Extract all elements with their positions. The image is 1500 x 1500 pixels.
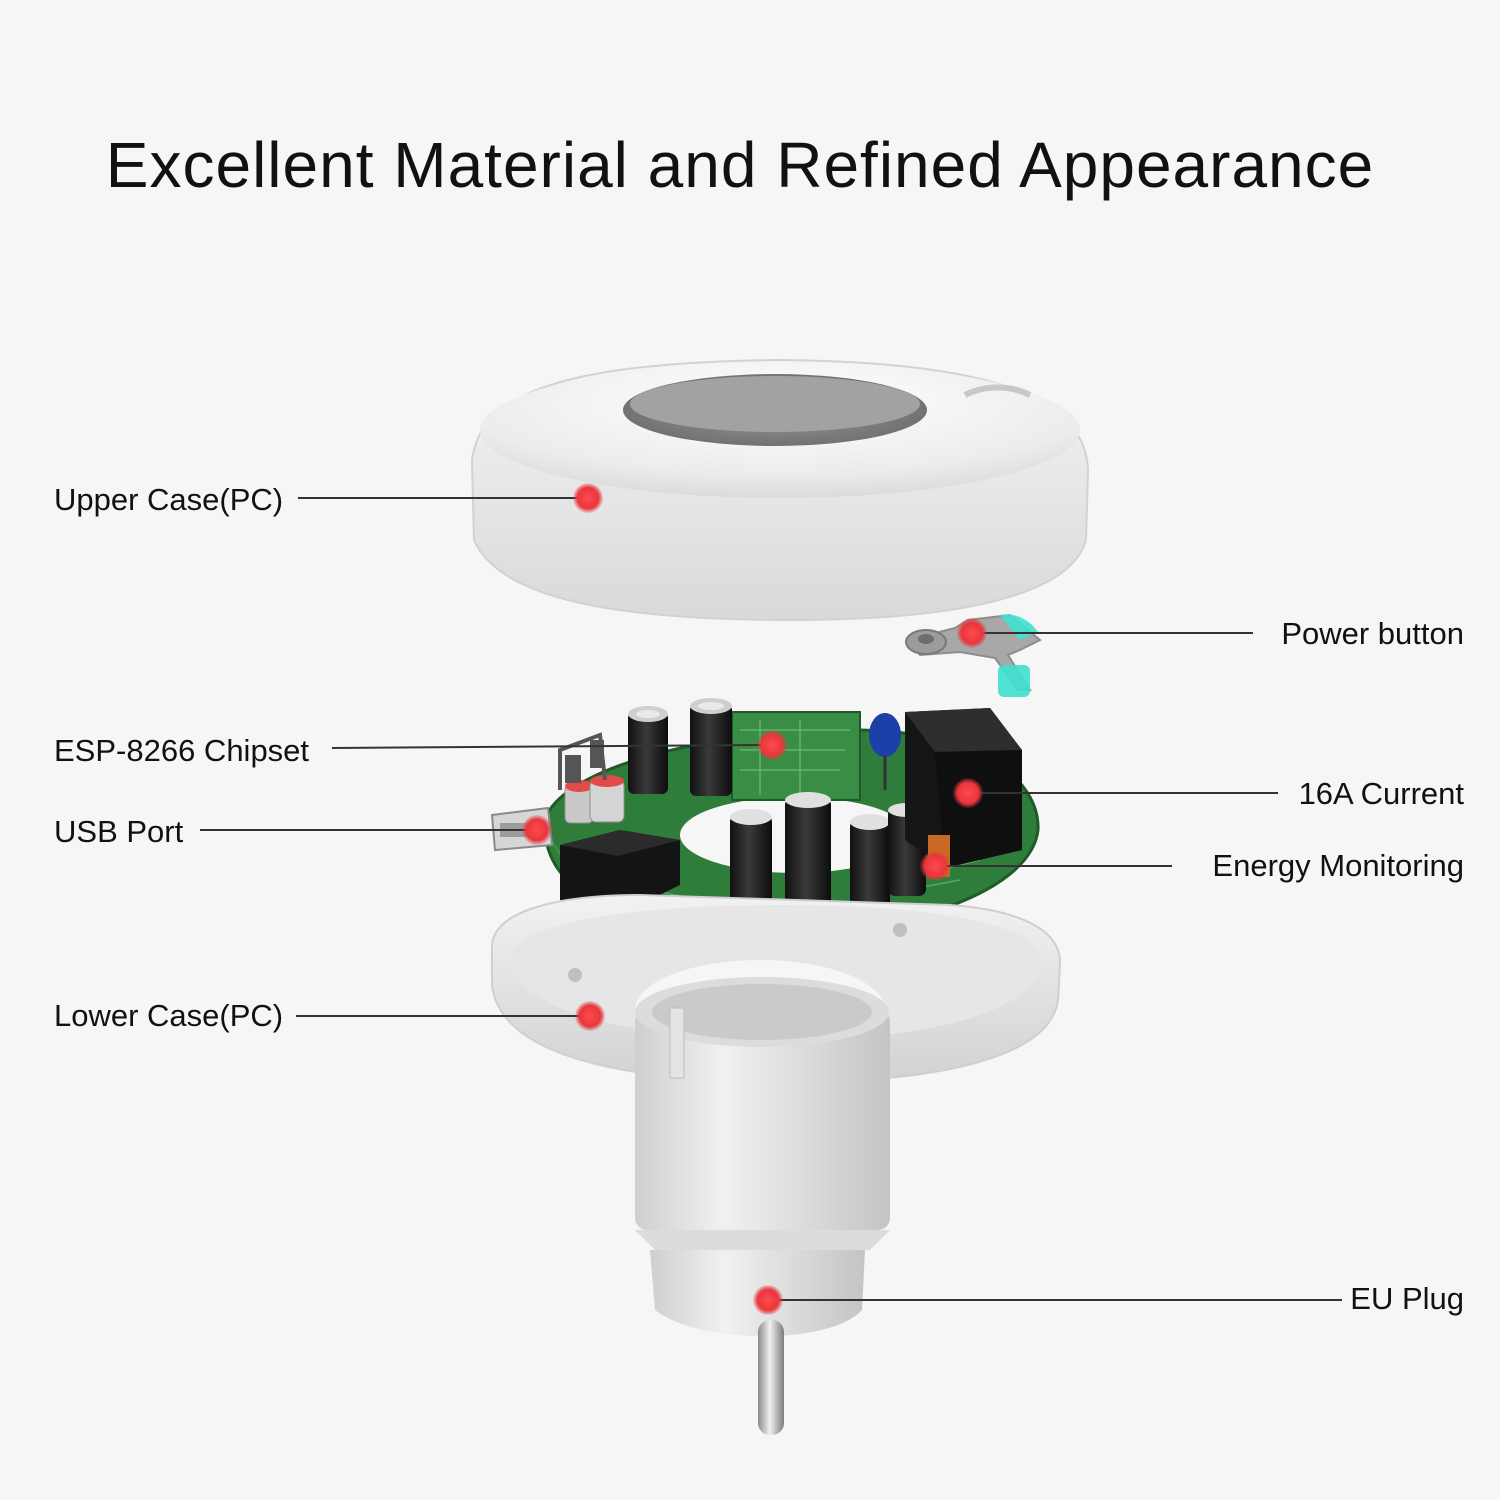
capacitor-back-1: [628, 706, 668, 794]
marker-power-button: [957, 618, 987, 648]
label-energy-monitoring: Energy Monitoring: [1212, 848, 1464, 883]
marker-energy-monitoring: [920, 851, 950, 881]
leader-lines: [200, 497, 1342, 1301]
capacitor-back-2: [690, 698, 732, 796]
small-capacitor-left: [564, 775, 625, 824]
leader-esp-chipset: [331, 744, 773, 749]
page-title: Excellent Material and Refined Appearanc…: [105, 129, 1375, 201]
blue-disc-capacitor: [869, 713, 901, 790]
markers: [522, 483, 987, 1315]
marker-upper-case: [573, 483, 603, 513]
label-upper-case: Upper Case(PC): [54, 482, 284, 517]
label-lower-case: Lower Case(PC): [54, 998, 284, 1033]
label-power-button: Power button: [1281, 616, 1464, 651]
capacitor-front-2: [785, 792, 831, 913]
marker-usb-port: [522, 815, 552, 845]
upper-case: [470, 358, 1090, 622]
marker-16a-current: [953, 778, 983, 808]
capacitor-front-3: [850, 814, 890, 910]
pcb-board: [490, 698, 1040, 937]
label-16a-current: 16A Current: [1298, 776, 1464, 811]
eu-plug-part: [635, 977, 890, 1435]
capacitor-front-1: [730, 809, 772, 920]
label-esp-chipset: ESP-8266 Chipset: [54, 733, 310, 768]
marker-eu-plug: [753, 1285, 783, 1315]
marker-esp-chipset: [757, 730, 787, 760]
label-usb-port: USB Port: [54, 814, 184, 849]
marker-lower-case: [575, 1001, 605, 1031]
label-eu-plug: EU Plug: [1350, 1281, 1464, 1316]
